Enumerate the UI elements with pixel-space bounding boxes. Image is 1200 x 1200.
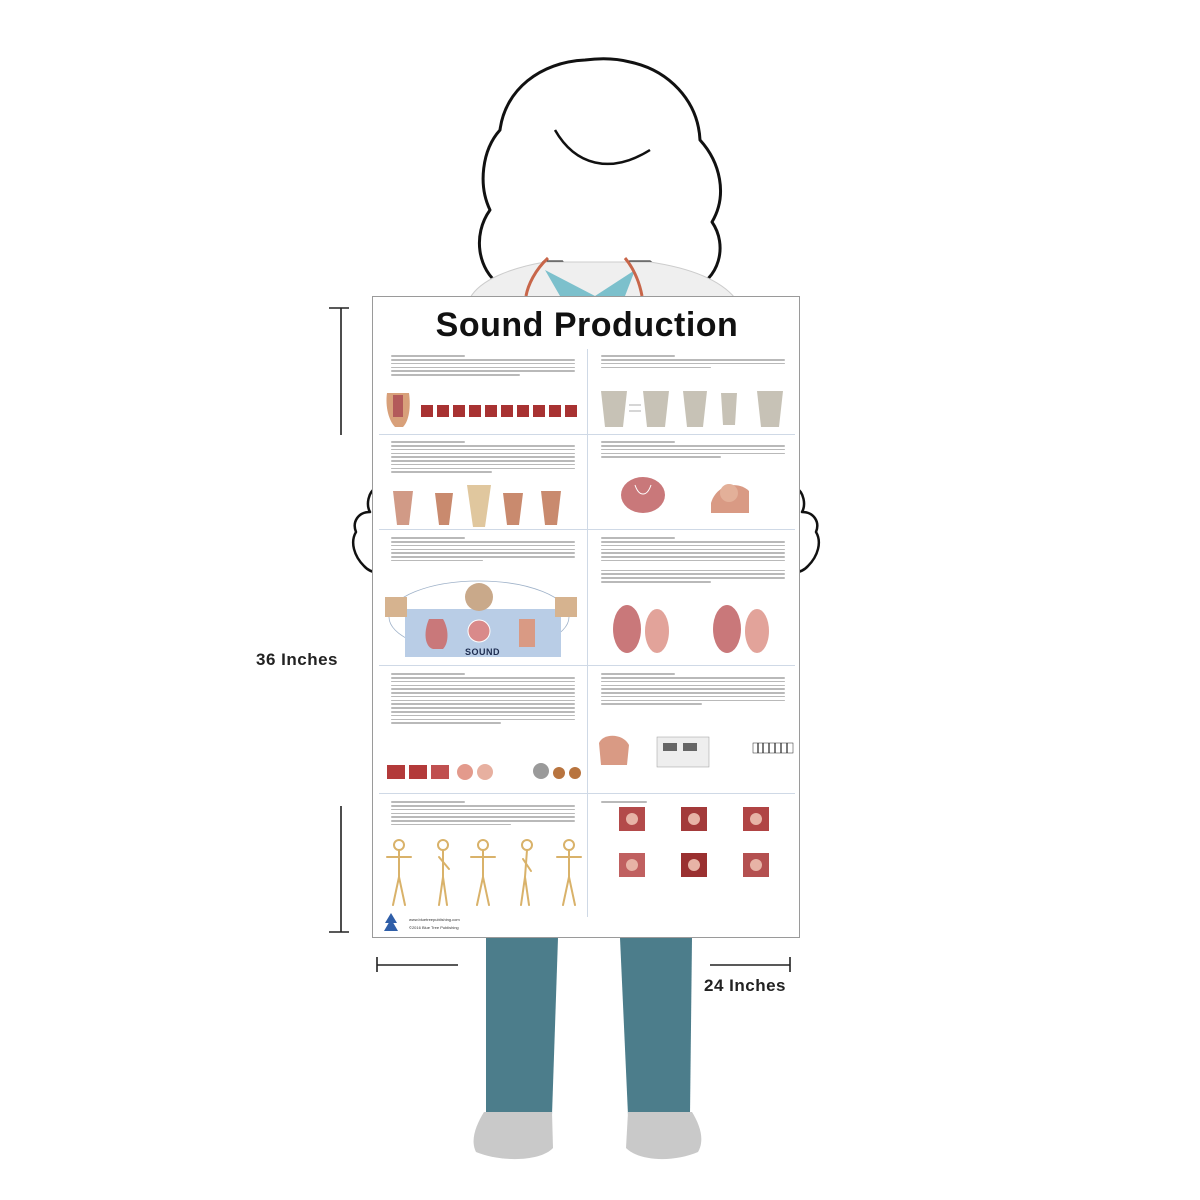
- poster-illustrations: [384, 391, 794, 931]
- vocal-fold-sequence: [421, 405, 577, 417]
- section-phonation: [383, 667, 583, 728]
- sound-label: SOUND: [465, 647, 501, 657]
- cartilage-illustrations: [601, 391, 783, 427]
- section-intrinsic-muscles: [383, 435, 583, 477]
- poster: Sound Production: [372, 296, 800, 938]
- section-pathologies: [593, 795, 793, 807]
- section-respiration: [593, 531, 793, 587]
- poster-title: Sound Production: [435, 306, 739, 344]
- height-dimension-bracket: [329, 307, 349, 933]
- poster-row-divider: [379, 665, 795, 666]
- intrinsic-muscle-illustrations: [393, 485, 561, 527]
- poster-row-divider: [379, 529, 795, 530]
- phonation-strip: [387, 763, 581, 780]
- height-label: 36 Inches: [256, 650, 338, 669]
- publisher-copyright: ©2016 Blue Tree Publishing: [409, 925, 459, 930]
- section-resonance: [593, 667, 793, 709]
- left-shoe: [473, 1112, 553, 1160]
- pathology-images: [619, 807, 769, 877]
- section-building-of-sound: [383, 531, 583, 565]
- right-shoe: [626, 1112, 702, 1160]
- respiration-illustrations: [613, 605, 769, 653]
- skeleton-illustrations: [386, 839, 582, 906]
- face: [538, 126, 654, 274]
- resonance-illustrations: [599, 735, 794, 768]
- publisher-website: www.bluetreepublishing.com: [409, 917, 460, 922]
- extrinsic-muscle-illustrations: [621, 477, 749, 513]
- blue-tree-logo: [384, 913, 398, 931]
- poster-row-divider: [379, 793, 795, 794]
- piano-keys: [752, 742, 794, 754]
- section-cartilages: [593, 349, 793, 372]
- building-sound-diagram: [385, 580, 577, 657]
- width-label: 24 Inches: [704, 976, 786, 995]
- left-pant-leg: [486, 938, 558, 1115]
- section-skeletal-alignment: [383, 795, 583, 829]
- larynx-illustration: [386, 393, 410, 427]
- section-extrinsic-muscles: [593, 435, 793, 462]
- poster-column-divider: [587, 349, 588, 917]
- poster-row-divider: [379, 434, 795, 435]
- lanyard: [524, 256, 644, 297]
- right-pant-leg: [620, 938, 692, 1115]
- width-dimension-bracket: [376, 957, 791, 972]
- scrub-collar: [545, 270, 635, 296]
- section-vocal-folds: [383, 349, 583, 380]
